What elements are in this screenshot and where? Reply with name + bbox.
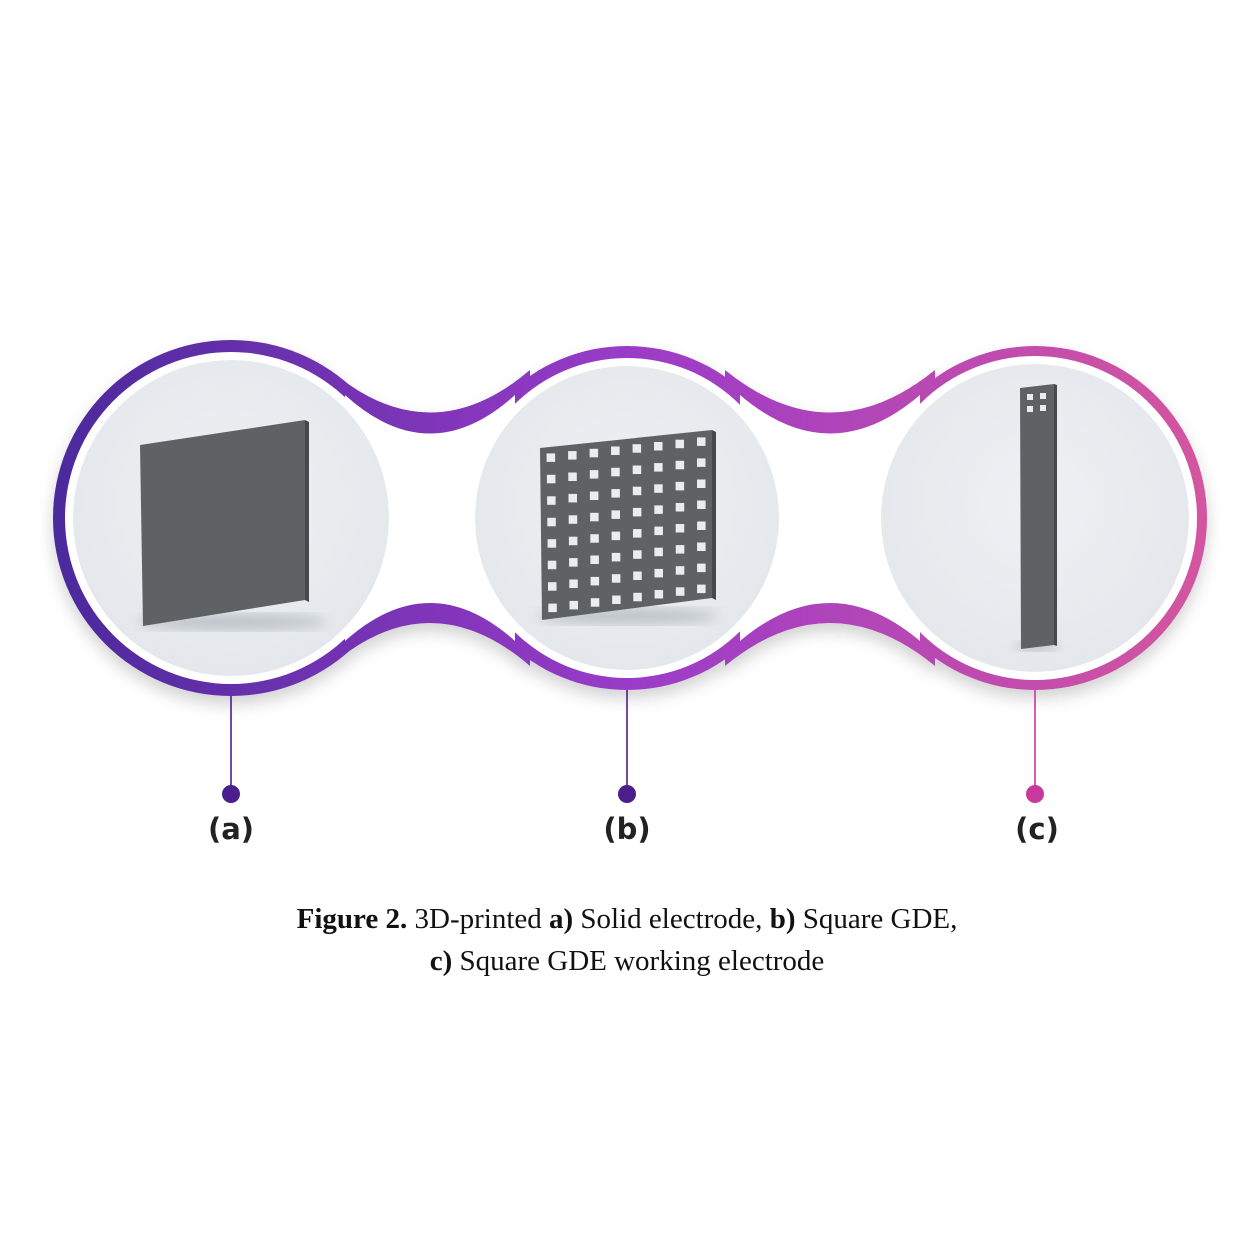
- gde-hole: [654, 590, 664, 599]
- gde-hole: [632, 507, 642, 517]
- gde-hole: [547, 517, 556, 527]
- caption-a-key: a): [549, 903, 574, 935]
- gde-hole: [675, 566, 685, 575]
- gde-hole: [568, 451, 577, 460]
- gde-hole: [568, 472, 577, 481]
- caption-c-key: c): [429, 945, 453, 977]
- gde-hole: [675, 524, 685, 533]
- gde-hole: [654, 505, 663, 514]
- gde-hole: [590, 534, 599, 543]
- gde-hole: [611, 446, 620, 455]
- caption-line-2: c) Square GDE working electrode: [0, 940, 1254, 982]
- gde-hole: [546, 474, 556, 484]
- gde-hole: [654, 463, 663, 472]
- gde-hole: [547, 496, 556, 505]
- gde-hole: [589, 491, 599, 500]
- gde-hole: [632, 444, 642, 453]
- caption-b-text: Square GDE,: [795, 903, 958, 935]
- caption-a-text: Solid electrode,: [573, 903, 770, 935]
- gde-hole: [611, 467, 620, 477]
- gde-hole: [697, 563, 706, 573]
- gde-hole: [548, 603, 557, 613]
- caption-c-text: Square GDE working electrode: [452, 945, 825, 977]
- gde-hole: [589, 448, 599, 458]
- gde-holes: [546, 437, 706, 613]
- panel-label-b: (b): [603, 812, 651, 846]
- gde-hole: [675, 545, 685, 554]
- caption-b-key: b): [769, 903, 796, 935]
- gde-hole: [568, 536, 578, 546]
- solid-electrode: [140, 420, 305, 626]
- gde-hole: [612, 595, 621, 604]
- gde-hole: [547, 560, 557, 570]
- figure-caption: Figure 2. 3D-printed a) Solid electrode,…: [0, 898, 1254, 982]
- gde-hole: [675, 481, 685, 491]
- panel-a-pointer: [222, 696, 240, 803]
- working-electrode-holes: [1027, 393, 1046, 412]
- gde-hole: [654, 568, 663, 578]
- gde-hole: [654, 526, 663, 536]
- gde-hole: [633, 571, 642, 580]
- gde-hole: [654, 547, 663, 557]
- gde-hole: [590, 512, 599, 522]
- gde-hole: [697, 458, 706, 467]
- gde-hole: [569, 558, 578, 567]
- square-gde: [540, 430, 712, 620]
- gde-hole: [675, 503, 685, 512]
- panel-b-image: [475, 366, 779, 670]
- gde-hole: [697, 542, 706, 551]
- gde-hole: [546, 453, 556, 462]
- gde-hole: [547, 539, 557, 548]
- panel-c-image: [881, 364, 1189, 672]
- gde-hole: [589, 470, 599, 479]
- caption-line-1: Figure 2. 3D-printed a) Solid electrode,…: [0, 898, 1254, 940]
- panel-label-c: (c): [1015, 812, 1059, 846]
- gde-hole: [611, 574, 621, 583]
- gde-hole: [654, 484, 663, 493]
- gde-hole: [611, 552, 621, 562]
- gde-hole: [548, 582, 557, 591]
- gde-hole: [633, 550, 642, 559]
- gde-hole: [568, 493, 577, 503]
- caption-figure-label: Figure 2.: [296, 903, 408, 935]
- gde-hole: [590, 555, 599, 564]
- gde-hole: [675, 587, 685, 596]
- panel-b-pointer: [618, 690, 636, 803]
- gde-hole: [632, 486, 642, 496]
- gde-hole: [675, 439, 684, 449]
- gde-hole: [590, 576, 600, 586]
- gde-hole: [568, 515, 578, 524]
- gde-hole: [569, 579, 578, 588]
- gde-hole: [697, 500, 706, 509]
- gde-hole: [611, 489, 620, 498]
- gde-hole: [697, 437, 706, 446]
- gde-hole: [675, 460, 685, 470]
- panel-a-image: [73, 360, 389, 676]
- gde-hole: [569, 600, 578, 610]
- gde-hole: [654, 442, 663, 451]
- gde-hole: [611, 531, 621, 541]
- gde-hole: [590, 598, 600, 607]
- gde-hole: [633, 592, 642, 602]
- gde-hole: [697, 521, 706, 530]
- gde-hole: [697, 584, 706, 594]
- working-electrode: [1020, 384, 1054, 649]
- gde-hole: [697, 479, 706, 488]
- gde-hole: [633, 529, 642, 538]
- panel-label-a: (a): [207, 812, 255, 846]
- panel-c-pointer: [1026, 690, 1044, 803]
- caption-intro: 3D-printed: [407, 903, 549, 935]
- gde-hole: [611, 510, 620, 519]
- gde-hole: [632, 465, 642, 474]
